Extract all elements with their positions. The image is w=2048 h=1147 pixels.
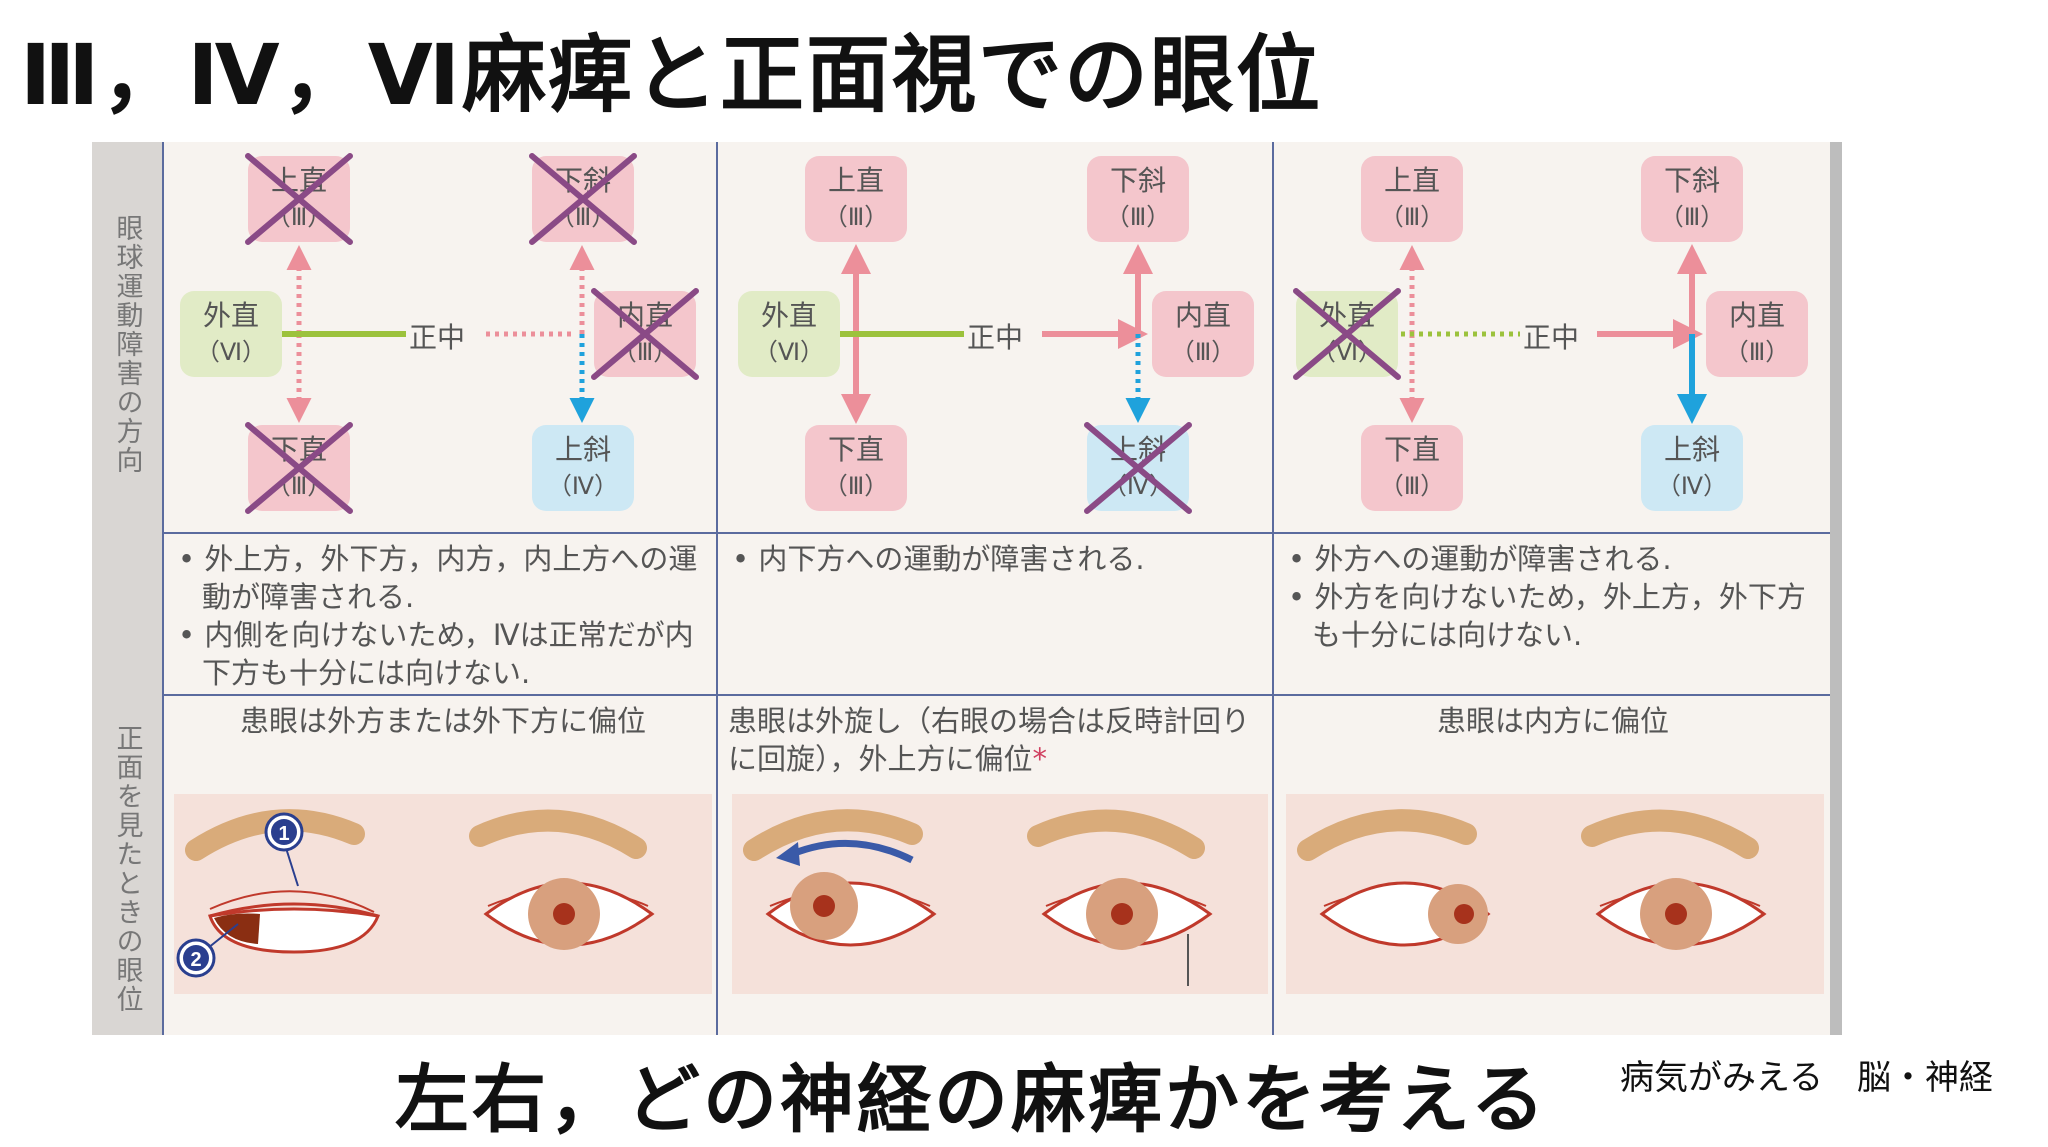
eye-icon [1319,881,1491,947]
side-label-motility-text: 眼球運動障害の方向 [111,214,143,475]
note: • 内下方への運動が障害される. [732,542,1145,576]
eyebrow-icon [743,809,923,861]
box-lateral-rectus: 外直（Ⅵ） [738,291,840,377]
row-divider-2 [162,694,1830,696]
side-label-eye-position: 正面を見たときの眼位 [92,704,162,1034]
box-superior-rectus: 上直（Ⅲ） [805,156,907,242]
box-medial-rectus: 内直（Ⅲ） [591,288,699,380]
box-lateral-rectus: 外直（Ⅵ） [1293,288,1401,380]
note: • 内側を向けないため，Ⅳは正常だが内下方も十分には向けない. [178,618,694,690]
center-label: 正中 [964,316,1027,356]
eyebrow-icon [469,809,647,859]
eyebrow-icon [1027,809,1205,859]
side-label-motility: 眼球運動障害の方向 [92,142,162,547]
row-divider-1 [162,532,1830,534]
box-superior-oblique: 上斜（Ⅳ） [1641,425,1743,511]
panel-1-notes: • 外上方，外下方，内方，内上方への運動が障害される. • 内側を向けないため，… [178,540,708,692]
ocular-palsy-figure: 眼球運動障害の方向 正面を見たときの眼位 [92,142,1842,1035]
panel-1-caption: 患眼は外方または外下方に偏位 [239,704,646,738]
svg-text:1: 1 [278,823,289,845]
eye-icon [483,878,655,950]
rotation-arrow-icon [790,839,914,864]
box-inferior-rectus: 下直（Ⅲ） [245,422,353,514]
eye-icon [1041,878,1213,950]
note: • 外上方，外下方，内方，内上方への運動が障害される. [178,542,698,614]
note: • 外方を向けないため，外上方，外下方も十分には向けない. [1288,580,1806,652]
marker-1-icon: 1 [264,812,304,887]
side-strip [92,142,162,1035]
box-superior-oblique: 上斜（Ⅳ） [1084,422,1192,514]
rotation-arrowhead-icon [776,842,800,866]
panel-3-arrows [1349,244,1707,424]
panel-2-caption: 患眼は外旋し（右眼の場合は反時計回りに回旋），外上方に偏位* [728,704,1251,776]
center-label: 正中 [1520,316,1583,356]
eyebrow-icon [1297,809,1477,861]
panel-3-notes: • 外方への運動が障害される. • 外方を向けないため，外上方，外下方も十分には… [1288,540,1818,654]
box-medial-rectus: 内直（Ⅲ） [1706,291,1808,377]
box-inferior-rectus: 下直（Ⅲ） [805,425,907,511]
box-superior-oblique: 上斜（Ⅳ） [532,425,634,511]
eyebrow-icon [1581,809,1759,859]
divider-left [162,142,164,1035]
box-medial-rectus: 内直（Ⅲ） [1152,291,1254,377]
svg-text:2: 2 [190,949,201,971]
marker-2-icon: 2 [176,923,239,978]
panel-3-caption: 患眼は内方に偏位 [1436,704,1669,738]
box-superior-rectus: 上直（Ⅲ） [1361,156,1463,242]
panel-3-eyes [1286,794,1824,994]
divider-2 [1272,142,1274,1035]
box-inferior-oblique: 下斜（Ⅲ） [529,153,637,245]
divider-1 [716,142,718,1035]
box-superior-rectus: 上直（Ⅲ） [245,153,353,245]
bottom-statement: 左右，どの神経の麻痺かを考える [395,1057,1548,1143]
box-lateral-rectus: 外直（Ⅵ） [180,291,282,377]
eye-icon [208,890,381,954]
side-label-eye-position-text: 正面を見たときの眼位 [111,724,143,1014]
eye-icon [765,872,937,947]
box-inferior-rectus: 下直（Ⅲ） [1361,425,1463,511]
source-credit: 病気がみえる 脳・神経 [1620,1058,1993,1098]
eye-icon [1595,878,1767,950]
note: • 外方への運動が障害される. [1288,542,1672,576]
panel-2-eyes [732,794,1268,994]
panel-2-notes: • 内下方への運動が障害される. [732,540,1262,578]
box-inferior-oblique: 下斜（Ⅲ） [1087,156,1189,242]
right-edge-bar [1830,142,1842,1035]
center-label: 正中 [406,316,469,356]
slide-title: Ⅲ，Ⅳ，Ⅵ麻痺と正面視での眼位 [20,26,1323,124]
box-inferior-oblique: 下斜（Ⅲ） [1641,156,1743,242]
panel-1-eyes: 1 2 [174,794,712,994]
